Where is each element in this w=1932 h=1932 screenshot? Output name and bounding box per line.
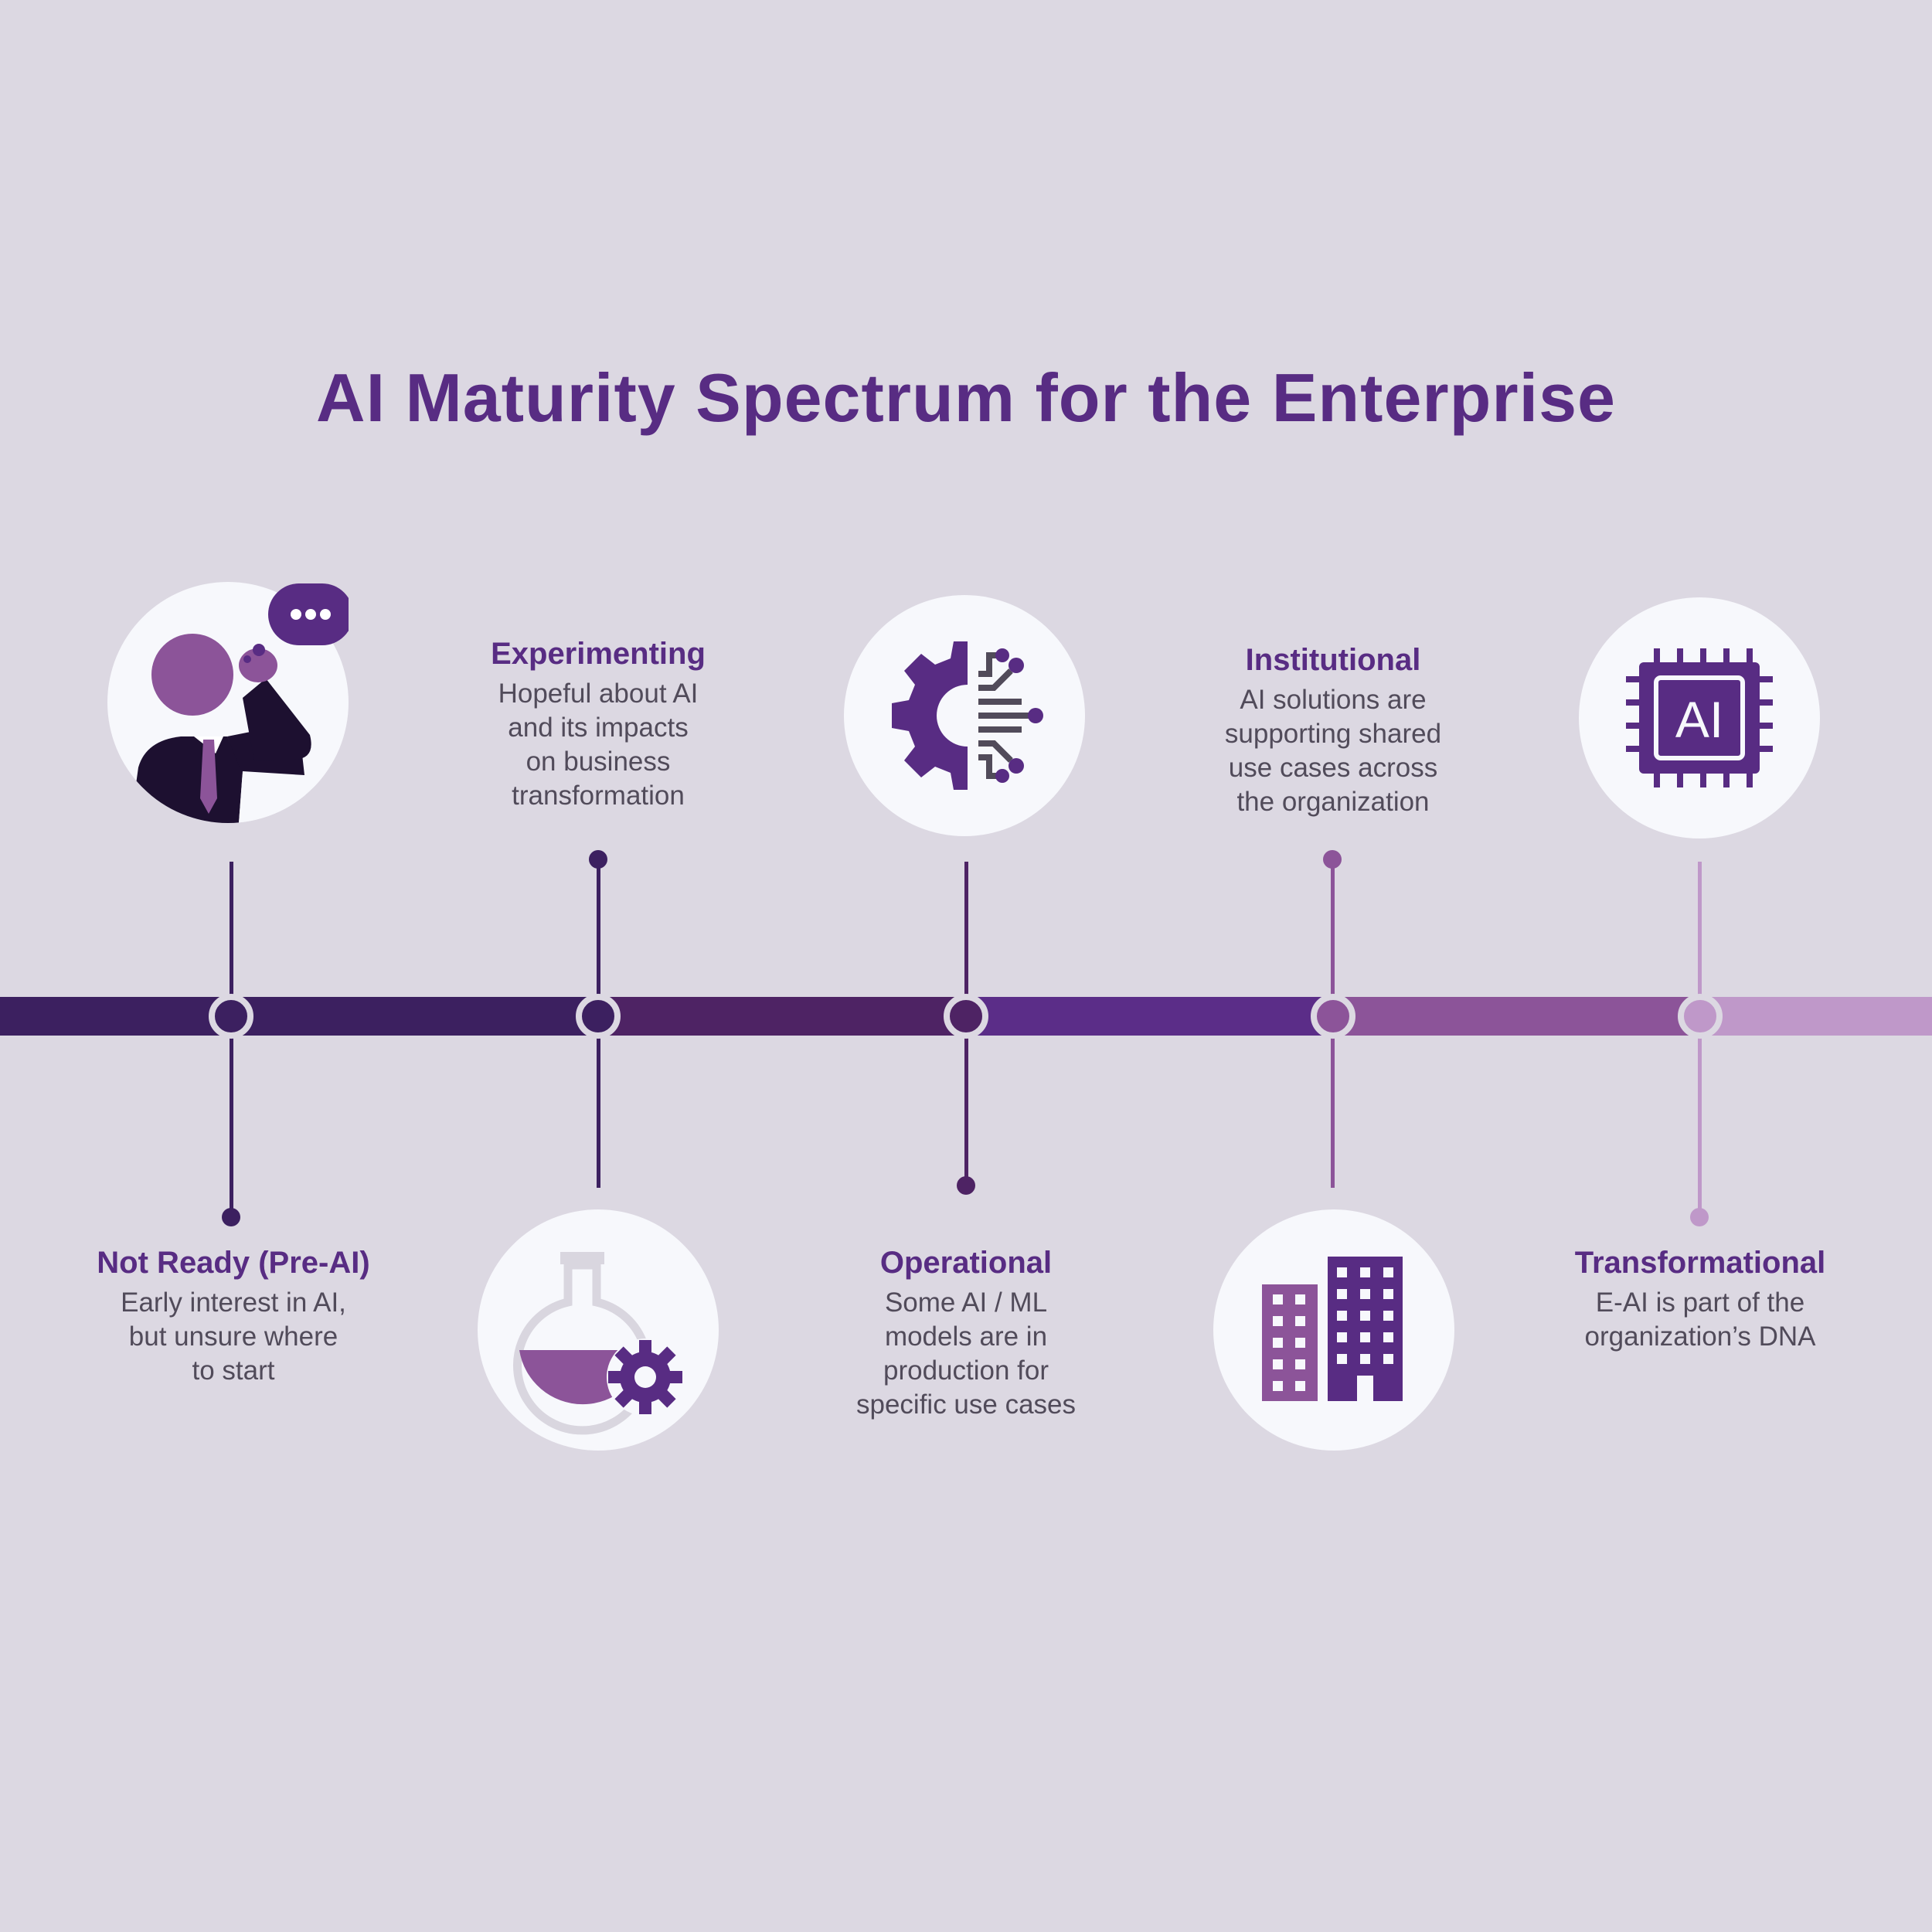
spectrum-segment-2 xyxy=(230,997,598,1036)
stage-3-node xyxy=(944,994,988,1039)
stage-4-icon-circle xyxy=(1213,1209,1454,1451)
stage-5-connector xyxy=(1698,862,1702,1217)
thinking-businessman-icon xyxy=(131,583,349,823)
stage-1-label: Not Ready (Pre-AI) Early interest in AI,… xyxy=(63,1243,403,1388)
stage-1-heading: Not Ready (Pre-AI) xyxy=(97,1246,370,1280)
spectrum-segment-5 xyxy=(1333,997,1700,1036)
stage-3-end-dot xyxy=(957,1176,975,1195)
page-title: AI Maturity Spectrum for the Enterprise xyxy=(316,359,1616,436)
stage-3-label: Operational Some AI / ML models are in p… xyxy=(796,1243,1136,1422)
office-buildings-icon xyxy=(1262,1257,1403,1401)
stage-2-label: Experimenting Hopeful about AI and its i… xyxy=(428,634,768,813)
stage-4-label: Institutional AI solutions are supportin… xyxy=(1163,640,1503,819)
stage-1-node xyxy=(209,994,253,1039)
stage-2-node xyxy=(576,994,621,1039)
stage-1-icon-circle xyxy=(107,582,349,823)
stage-1-end-dot xyxy=(222,1208,240,1226)
stage-1-description: Early interest in AI, but unsure where t… xyxy=(121,1287,346,1386)
stage-4-end-dot xyxy=(1323,850,1342,869)
stage-2-icon-circle xyxy=(478,1209,719,1451)
spectrum-segment-4 xyxy=(966,997,1333,1036)
stage-2-description: Hopeful about AI and its impacts on busi… xyxy=(498,679,699,811)
gear-circuit-icon xyxy=(892,641,1043,790)
stage-3-description: Some AI / ML models are in production fo… xyxy=(855,1287,1077,1420)
stage-5-label: Transformational E-AI is part of the org… xyxy=(1530,1243,1870,1354)
stage-5-description: E-AI is part of the organization’s DNA xyxy=(1584,1287,1816,1352)
ai-chip-label: AI xyxy=(1675,691,1723,748)
stage-5-heading: Transformational xyxy=(1574,1246,1826,1280)
spectrum-segment-6 xyxy=(1700,997,1932,1036)
stage-1-connector xyxy=(230,862,233,1217)
stage-2-heading: Experimenting xyxy=(491,637,706,671)
stage-4-heading: Institutional xyxy=(1245,643,1421,677)
stage-5-end-dot xyxy=(1690,1208,1709,1226)
ai-chip-icon: AI xyxy=(1626,648,1773,787)
spectrum-segment-1 xyxy=(0,997,230,1036)
stage-4-node xyxy=(1311,994,1355,1039)
stage-2-end-dot xyxy=(589,850,607,869)
flask-gear-icon xyxy=(513,1252,684,1435)
stage-4-description: AI solutions are supporting shared use c… xyxy=(1224,685,1442,817)
stage-3-heading: Operational xyxy=(879,1246,1053,1280)
stage-5-node xyxy=(1678,994,1723,1039)
stage-5-icon-circle: AI xyxy=(1579,597,1820,838)
stage-3-icon-circle xyxy=(844,595,1085,836)
spectrum-segment-3 xyxy=(598,997,966,1036)
